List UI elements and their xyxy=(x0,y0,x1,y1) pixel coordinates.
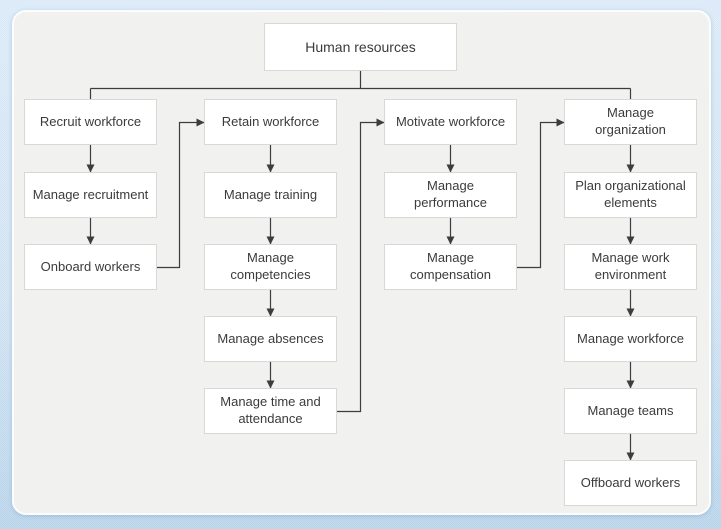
node-motivate-workforce: Motivate workforce xyxy=(384,99,517,145)
node-onboard-workers: Onboard workers xyxy=(24,244,157,290)
node-manage-work-environment: Manage work environment xyxy=(564,244,697,290)
node-recruit-workforce: Recruit workforce xyxy=(24,99,157,145)
node-manage-teams: Manage teams xyxy=(564,388,697,434)
node-manage-competencies: Manage competencies xyxy=(204,244,337,290)
node-manage-recruitment: Manage recruitment xyxy=(24,172,157,218)
node-manage-compensation: Manage compensation xyxy=(384,244,517,290)
node-offboard-workers: Offboard workers xyxy=(564,460,697,506)
node-manage-time-and-attendance: Manage time and attendance xyxy=(204,388,337,434)
node-retain-workforce: Retain workforce xyxy=(204,99,337,145)
node-manage-performance: Manage performance xyxy=(384,172,517,218)
node-manage-workforce: Manage workforce xyxy=(564,316,697,362)
node-manage-absences: Manage absences xyxy=(204,316,337,362)
node-human-resources: Human resources xyxy=(264,23,457,71)
node-manage-training: Manage training xyxy=(204,172,337,218)
node-manage-organization: Manage organization xyxy=(564,99,697,145)
node-plan-organizational-elements: Plan organizational elements xyxy=(564,172,697,218)
